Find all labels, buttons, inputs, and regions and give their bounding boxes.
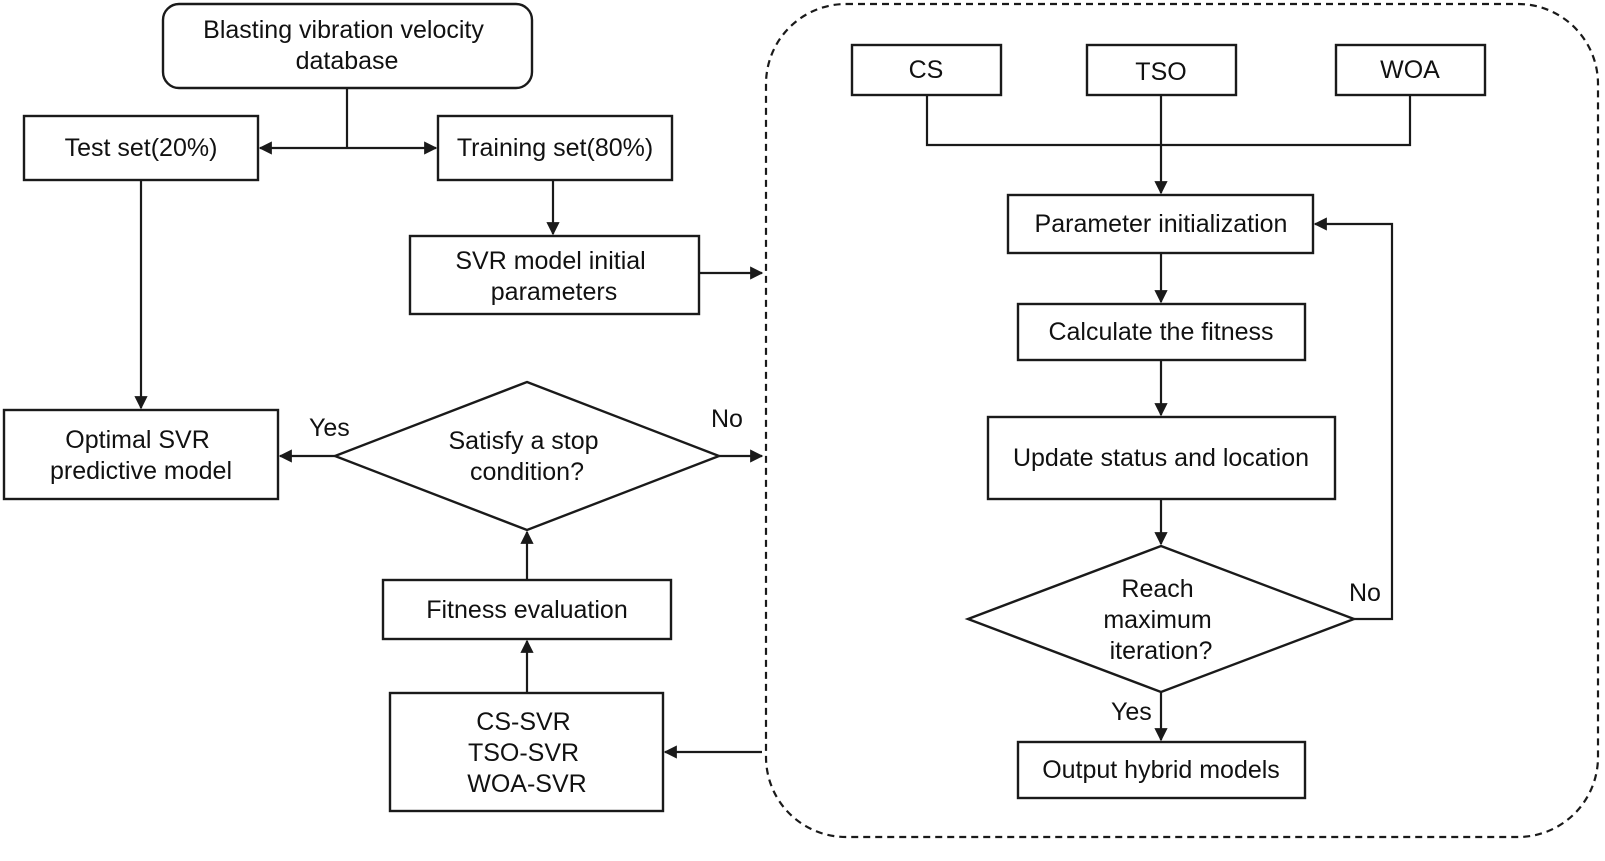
- edge-label-iter-yes: Yes: [1111, 698, 1152, 726]
- edge-label-iter-no: No: [1349, 579, 1381, 607]
- test-set-box: [22, 114, 260, 182]
- test-set-label: Test set(20%): [65, 134, 218, 162]
- output-hybrid-box: [1016, 740, 1307, 800]
- tso-label: TSO: [1135, 58, 1186, 86]
- max-iteration-label: Reach maximum iteration?: [1103, 575, 1218, 665]
- optimal-svr-box: [2, 408, 280, 501]
- tso-box: [1085, 43, 1238, 97]
- training-set-label: Training set(80%): [457, 134, 653, 162]
- woa-label: WOA: [1380, 56, 1440, 84]
- database-label: Blasting vibration velocity database: [203, 16, 491, 75]
- arrow-iteration-no-loop: [1313, 217, 1394, 621]
- calc-fitness-box: [1016, 302, 1307, 362]
- svr-initial-label: SVR model initial parameters: [455, 247, 652, 306]
- connector-cs-woa-merge: [925, 95, 1412, 147]
- fitness-evaluation-box: [381, 578, 673, 641]
- param-init-box: [1006, 193, 1315, 255]
- stop-condition-diamond: [331, 380, 723, 532]
- calc-fitness-label: Calculate the fitness: [1048, 318, 1273, 346]
- edge-label-stop-no: No: [711, 405, 743, 433]
- update-status-box: [986, 415, 1337, 501]
- svr-initial-box: [408, 234, 701, 316]
- optimization-region: [764, 2, 1600, 839]
- fitness-evaluation-label: Fitness evaluation: [426, 596, 628, 624]
- edge-label-stop-yes: Yes: [309, 414, 350, 442]
- training-set-box: [436, 114, 674, 182]
- hybrid-list-label: CS-SVR TSO-SVR WOA-SVR: [467, 708, 586, 798]
- optimal-svr-label: Optimal SVR predictive model: [50, 426, 232, 485]
- update-status-label: Update status and location: [1013, 444, 1309, 472]
- output-hybrid-label: Output hybrid models: [1042, 756, 1280, 784]
- cs-label: CS: [909, 56, 944, 84]
- cs-box: [850, 43, 1003, 97]
- hybrid-list-box: [388, 691, 665, 813]
- stop-condition-label: Satisfy a stop condition?: [448, 427, 605, 486]
- param-init-label: Parameter initialization: [1035, 210, 1288, 238]
- woa-box: [1334, 43, 1487, 97]
